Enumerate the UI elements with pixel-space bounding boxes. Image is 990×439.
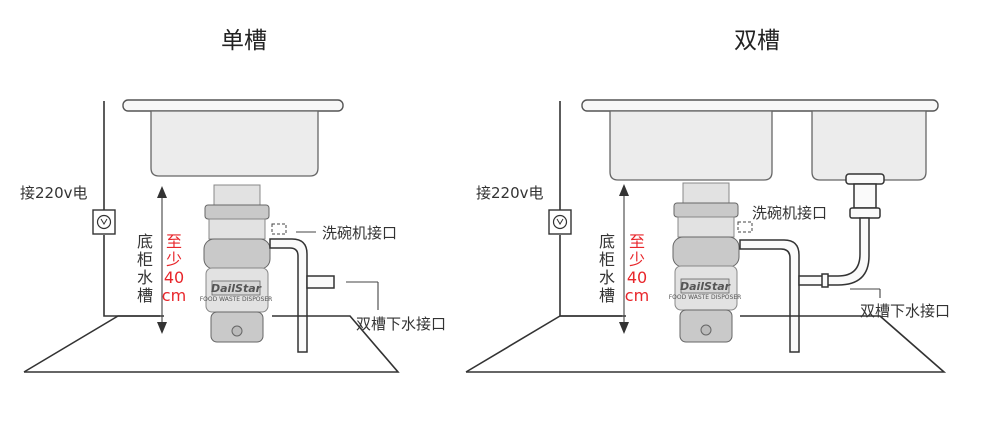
double-arrow-down-icon [619, 322, 629, 334]
single-drain-pipe [269, 238, 308, 353]
single-dishwasher-port [271, 223, 287, 235]
svg-text:cm: cm [162, 286, 186, 305]
single-brand-tagline: FOOD WASTE DISPOSER [200, 296, 273, 303]
single-arrow-up-icon [157, 186, 167, 198]
single-floor-right [24, 315, 400, 373]
double-floor-right [466, 315, 947, 373]
svg-text:cm: cm [625, 286, 649, 305]
double-floor-left [465, 315, 622, 373]
power-wire-lower [103, 235, 164, 317]
svg-text:至: 至 [629, 232, 645, 251]
double-pipe-joint [821, 273, 829, 288]
single-power-label: 接220v电 [20, 184, 88, 202]
single-drain-branch [306, 275, 335, 289]
double-drain-pipe-left [739, 239, 800, 353]
single-arrow-down-icon [157, 322, 167, 334]
double-dishwasher-label: 洗碗机接口 [752, 204, 827, 222]
svg-text:少: 少 [629, 250, 645, 269]
single-disposer-unit: DailStar FOOD WASTE DISPOSER [200, 184, 273, 343]
svg-text:少: 少 [166, 250, 182, 269]
double-dishwasher-port [737, 221, 753, 233]
single-brand-logo: DailStar [211, 282, 262, 295]
single-sink-basin [150, 110, 319, 177]
svg-text:柜: 柜 [599, 250, 615, 269]
single-floor-left [23, 315, 160, 373]
single-sink-title: 单槽 [221, 28, 267, 54]
svg-text:槽: 槽 [137, 286, 153, 305]
double-drain-label: 双槽下水接口 [860, 302, 950, 320]
double-sink-panel: 双槽 接220v电 底 柜 水 槽 至 少 40 cm [465, 28, 950, 373]
svg-text:底: 底 [137, 232, 153, 251]
power-socket-icon [92, 209, 116, 235]
svg-text:40: 40 [164, 268, 184, 287]
single-dishwasher-label: 洗碗机接口 [322, 224, 397, 242]
double-min-height-label: 至 少 40 cm [625, 232, 649, 305]
single-cabinet-label: 底 柜 水 槽 [137, 232, 153, 305]
single-drain-label: 双槽下水接口 [356, 315, 446, 333]
double-power-socket-icon [548, 209, 572, 235]
svg-text:至: 至 [166, 232, 182, 251]
double-power-label: 接220v电 [476, 184, 544, 202]
svg-text:槽: 槽 [599, 286, 615, 305]
double-arrow-up-icon [619, 184, 629, 196]
single-min-height-label: 至 少 40 cm [162, 232, 186, 305]
double-brand-tagline: FOOD WASTE DISPOSER [669, 294, 742, 301]
double-sink-title: 双槽 [734, 28, 780, 54]
svg-text:40: 40 [627, 268, 647, 287]
double-brand-logo: DailStar [680, 280, 731, 293]
svg-text:水: 水 [137, 268, 153, 287]
double-drain-pipe-right [798, 217, 870, 286]
double-sink-basin-right [811, 110, 927, 181]
double-disposer-unit: DailStar FOOD WASTE DISPOSER [669, 182, 742, 343]
single-sink-panel: 单槽 接220v电 底 柜 水 槽 至 少 40 cm [20, 28, 446, 373]
double-right-drain-fitting [845, 173, 885, 219]
double-sink-rim [581, 99, 939, 112]
double-sink-basin-left [609, 110, 773, 181]
single-sink-rim [122, 99, 344, 112]
svg-text:柜: 柜 [137, 250, 153, 269]
double-power-wire-lower [559, 235, 626, 317]
svg-text:水: 水 [599, 268, 615, 287]
double-cabinet-label: 底 柜 水 槽 [599, 232, 615, 305]
svg-text:底: 底 [599, 232, 615, 251]
